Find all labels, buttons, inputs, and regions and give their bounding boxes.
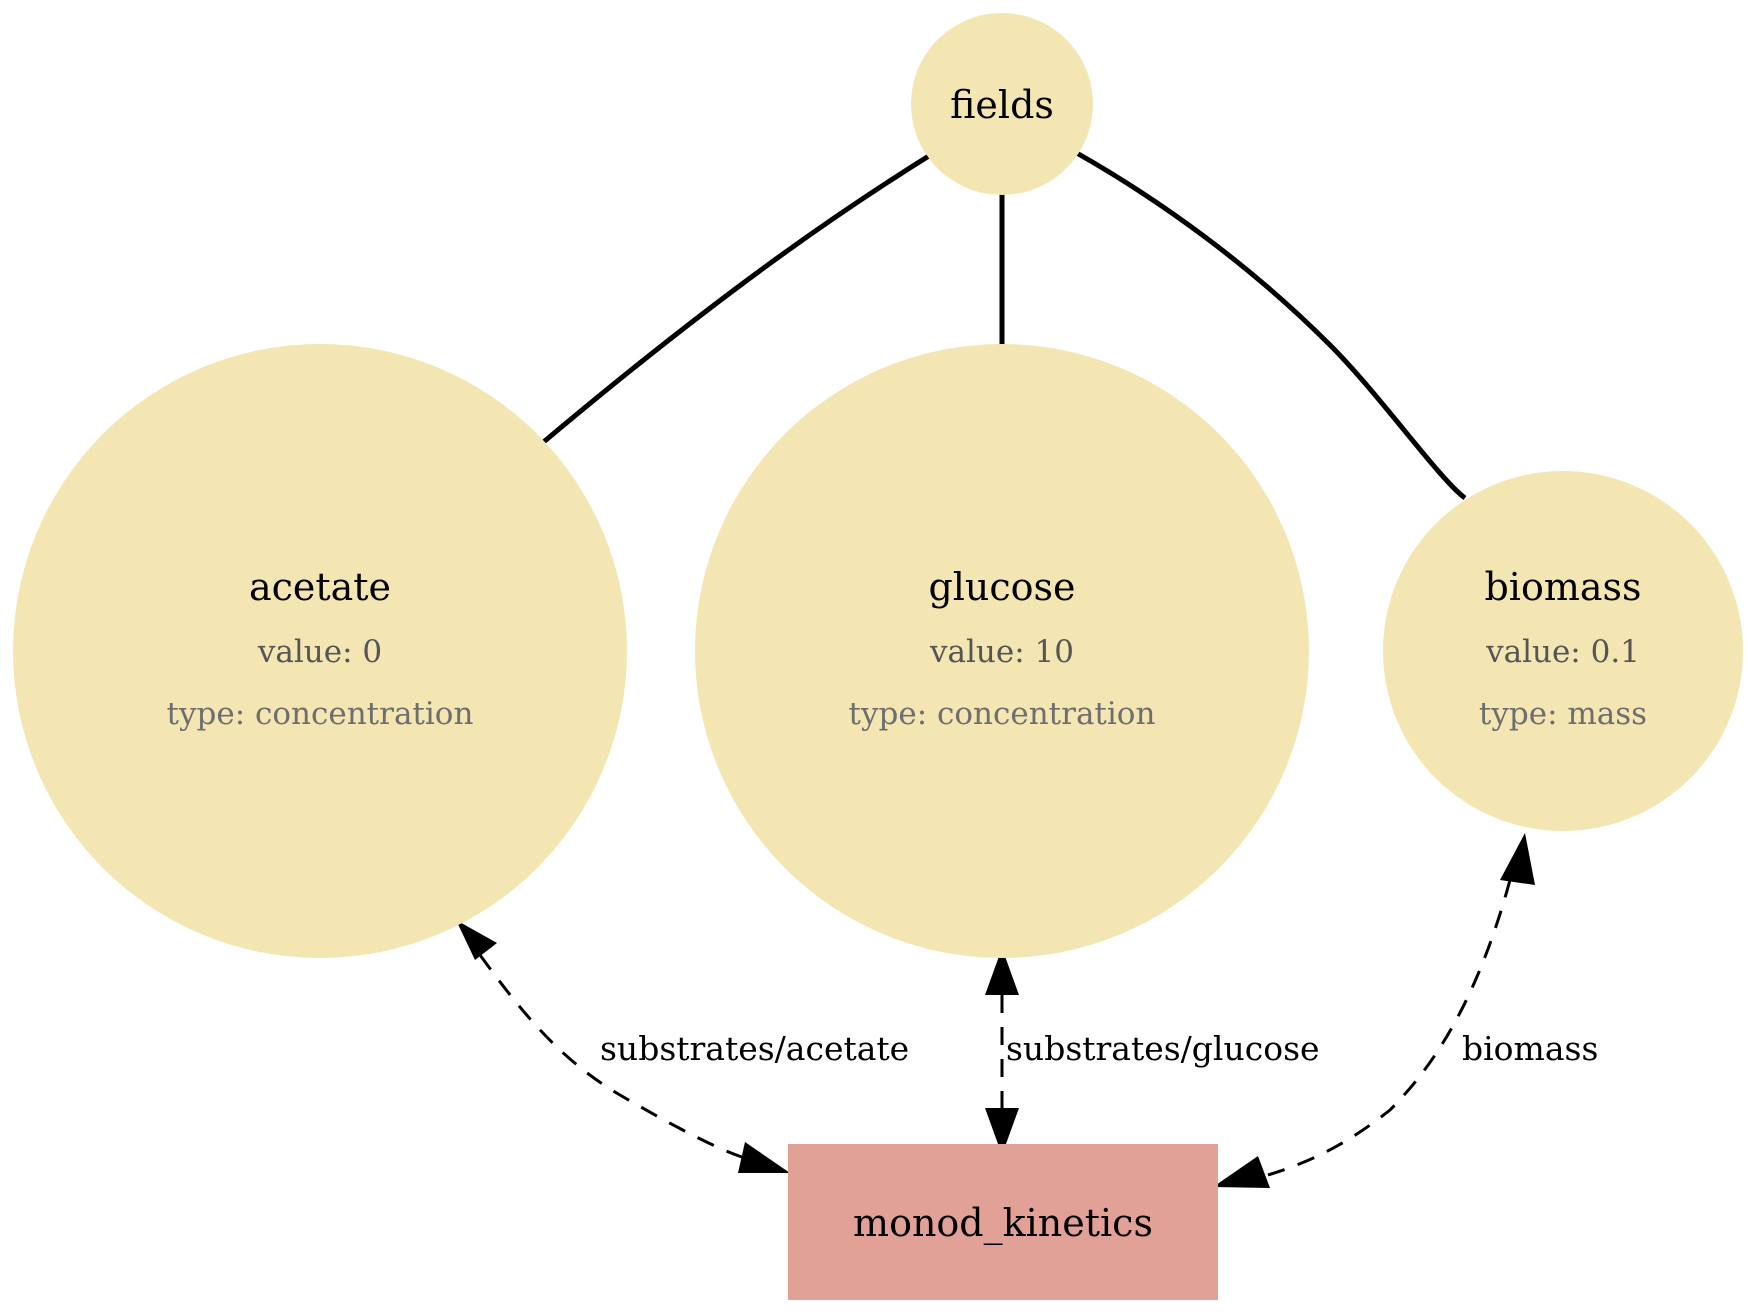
edge-label-glucose: substrates/glucose [1006, 1029, 1320, 1068]
node-biomass[interactable]: biomass value: 0.1 type: mass [1383, 471, 1743, 831]
node-glucose-label: glucose [928, 565, 1075, 609]
node-biomass-value: value: 0.1 [1485, 634, 1640, 670]
node-acetate-label: acetate [249, 565, 391, 609]
node-biomass-type: type: mass [1479, 696, 1647, 732]
edge-label-acetate: substrates/acetate [600, 1029, 909, 1068]
node-glucose-value: value: 10 [929, 634, 1074, 670]
edge-fields-biomass [1073, 149, 1467, 501]
arrowhead-biomass-up [1500, 833, 1535, 885]
node-biomass-label: biomass [1484, 565, 1641, 609]
edge-biomass-monod [1267, 879, 1512, 1177]
node-glucose-type: type: concentration [849, 696, 1156, 732]
arrowhead-glucose-down [985, 1108, 1019, 1155]
arrowhead-acetate-up [456, 920, 497, 960]
edge-fields-acetate [538, 151, 934, 447]
arrowhead-glucose-up [985, 948, 1019, 995]
node-monod-kinetics[interactable]: monod_kinetics [788, 1144, 1218, 1300]
node-monod-kinetics-label: monod_kinetics [853, 1201, 1153, 1246]
node-glucose[interactable]: glucose value: 10 type: concentration [695, 344, 1309, 958]
node-acetate-type: type: concentration [167, 696, 474, 732]
node-fields-label: fields [950, 83, 1054, 127]
arrowhead-acetate-down [738, 1142, 790, 1173]
node-fields[interactable]: fields [911, 13, 1093, 195]
node-acetate-value: value: 0 [257, 634, 382, 670]
arrowhead-biomass-down [1213, 1156, 1270, 1188]
edge-acetate-monod [478, 954, 746, 1160]
node-acetate[interactable]: acetate value: 0 type: concentration [13, 344, 627, 958]
edge-label-biomass: biomass [1462, 1029, 1598, 1068]
